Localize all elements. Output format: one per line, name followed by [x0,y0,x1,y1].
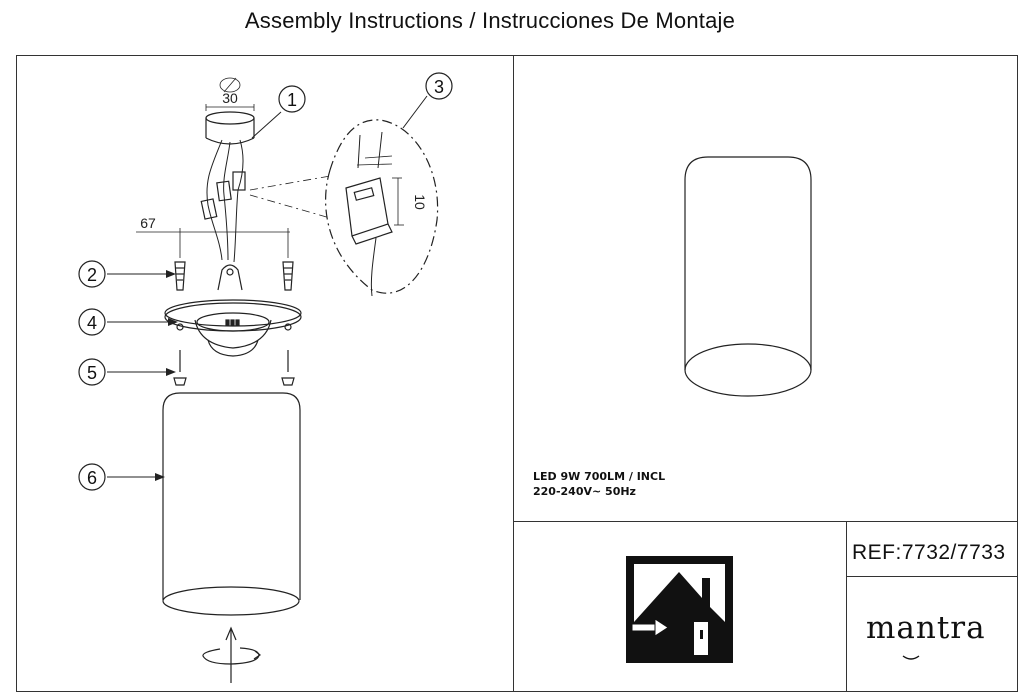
screws [173,350,295,386]
callout-4 [78,308,106,336]
callout-label: 2 [87,265,97,285]
spec-line: LED 9W 700LM / INCL [533,470,666,483]
dimension-label: 67 [140,215,156,231]
callout-label: 6 [87,468,97,488]
wall-plugs [174,261,294,291]
callout-5 [78,358,106,386]
dimension-label: 10 [412,194,428,210]
brand-logo: mantra [866,610,986,646]
callout-1 [278,85,306,113]
callout-label: 1 [287,90,297,110]
callout-label: 4 [87,313,97,333]
callout-label: 5 [87,363,97,383]
panel-divider [846,576,1018,577]
instruction-sheet-frame [16,55,1018,692]
callout-3 [425,72,453,100]
connector-detail-bubble [249,119,439,297]
diameter-symbol [219,77,241,93]
page-title: Assembly Instructions / Instrucciones De… [244,8,736,33]
product-view [684,156,812,397]
callout-label: 3 [434,77,444,97]
rotate-icon [202,626,262,683]
panel-divider [513,521,1018,522]
indoor-use-icon [626,556,733,663]
callout-2 [78,260,106,288]
callout-6 [78,463,106,491]
mounting-plate [164,264,302,357]
dimension-label: 30 [222,90,238,106]
panel-divider [513,55,514,692]
terminal-blocks [200,171,246,220]
brand-logo-accent [902,655,920,660]
electrical-specs: LED 9W 700LM / INCL 220-240V~ 50Hz [533,469,665,499]
panel-divider [846,521,847,692]
ceiling-connection-box [205,111,255,145]
supply-wires [206,139,244,263]
spec-line: 220-240V~ 50Hz [533,485,636,498]
reference-number: REF:7732/7733 [852,541,1006,564]
lamp-cylinder [162,392,301,616]
